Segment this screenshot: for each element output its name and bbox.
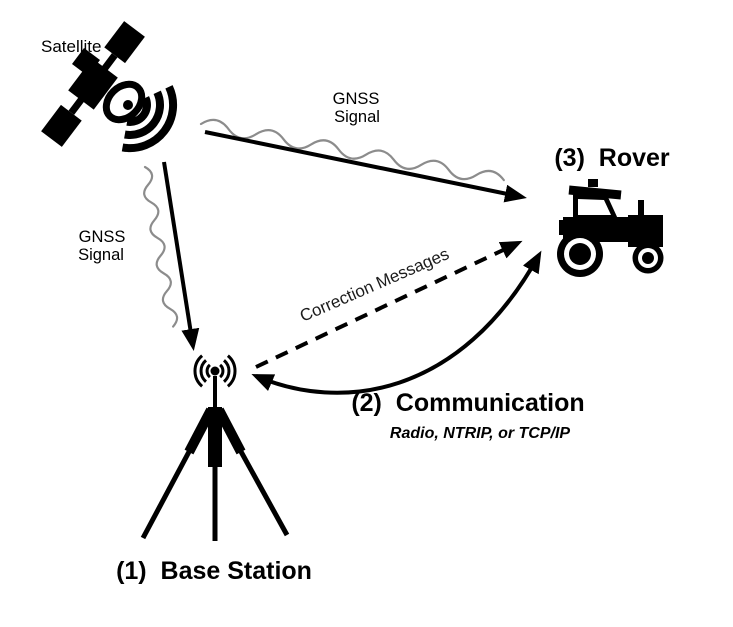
tractor-rear-wheel (557, 231, 603, 277)
satellite-solar-panel-upper (104, 21, 145, 64)
gnss-wave-to-rover (199, 118, 505, 182)
base-antenna-dot (210, 366, 220, 376)
rover-tractor-icon (557, 179, 664, 277)
satellite-icon (41, 21, 178, 153)
communication-label: (2) Communication (351, 389, 584, 417)
satellite-solar-panel-lower (41, 104, 82, 147)
tractor-roof (568, 185, 622, 200)
communication-sublabel: Radio, NTRIP, or TCP/IP (390, 425, 571, 442)
base-antenna-waves (193, 354, 237, 388)
tractor-front-wheel (632, 242, 664, 274)
satellite-dish-feed-dot (123, 100, 133, 110)
gnss-signal-left-label-line1: GNSS (79, 228, 126, 246)
tractor-engine (628, 215, 663, 247)
gnss-signal-left-label-line2: Signal (78, 246, 124, 264)
tractor-window (578, 199, 611, 215)
satellite-signal-arcs (121, 85, 178, 153)
gnss-wave-to-base (143, 165, 179, 328)
gnss-signal-right-label-line2: Signal (334, 108, 380, 126)
tractor-exhaust (638, 200, 644, 217)
correction-messages-dashed-arrow (255, 240, 523, 369)
rover-label: (3) Rover (554, 144, 670, 172)
gnss-arrow-satellite-to-rover (204, 130, 527, 203)
base-tripod (140, 407, 290, 541)
satellite-body (68, 58, 118, 110)
gnss-arrow-satellite-to-base (162, 161, 200, 351)
communication-curved-arrow (251, 250, 542, 395)
satellite-label: Satellite (41, 37, 101, 56)
base-station-label: (1) Base Station (116, 557, 312, 585)
base-station-icon (140, 354, 290, 541)
gnss-signal-right-label-line1: GNSS (333, 90, 380, 108)
tractor-bumper (559, 220, 569, 235)
correction-messages-label: Correction Messages (297, 244, 452, 325)
tractor-beacon (588, 179, 598, 187)
satellite-thruster-box (71, 47, 101, 77)
satellite-dish (102, 80, 146, 124)
